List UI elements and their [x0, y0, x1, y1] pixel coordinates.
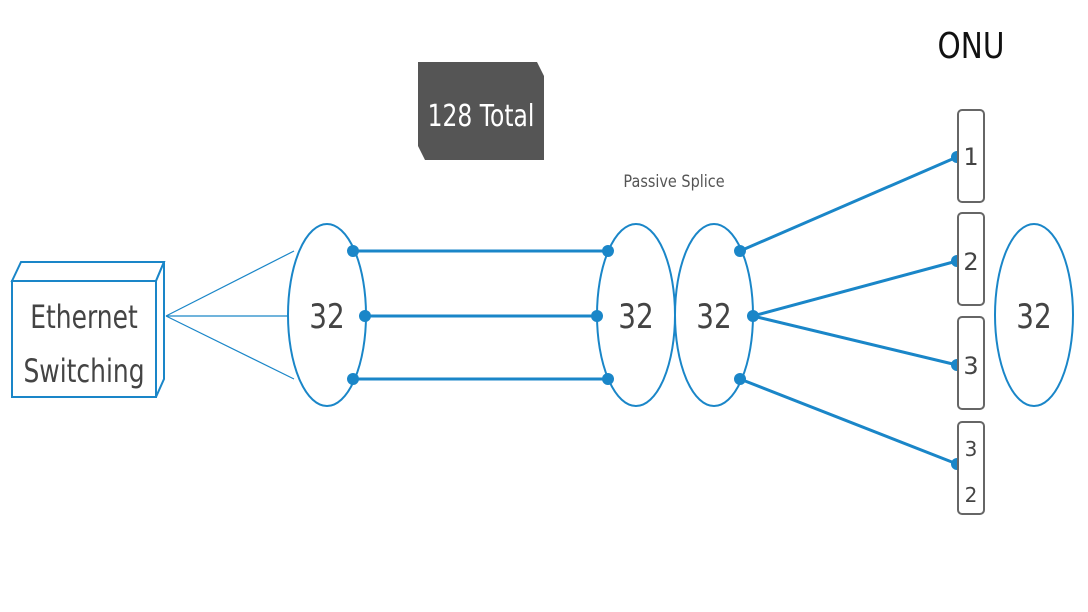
onu-2-label: 2 — [963, 248, 978, 276]
onu-1: 1 — [957, 109, 985, 203]
onu-3-label: 3 — [963, 352, 978, 380]
splitter-4: 32 — [994, 223, 1074, 407]
onu-title: ONU — [938, 24, 1005, 67]
splitter-1-label: 32 — [309, 297, 344, 336]
splitter-2-label: 32 — [618, 297, 653, 336]
passive-splice-label: Passive Splice — [623, 171, 724, 191]
onu-32-label-line2: 2 — [965, 483, 978, 507]
splitter-1: 32 — [287, 223, 367, 407]
trunk-lines — [353, 249, 608, 381]
total-badge: 128 Total — [418, 62, 544, 160]
total-badge-label: 128 Total — [428, 99, 535, 134]
splitter-3-label: 32 — [696, 297, 731, 336]
onu-32: 3 2 — [957, 421, 985, 515]
switch-uplink-lines — [165, 250, 295, 380]
onu-3: 3 — [957, 316, 985, 410]
onu-1-label: 1 — [963, 143, 978, 171]
switch-label-line1: Ethernet — [30, 298, 137, 336]
onu-2: 2 — [957, 212, 985, 306]
switch-label-line2: Switching — [23, 352, 144, 390]
ethernet-switch-box: Ethernet Switching — [10, 261, 166, 398]
splitter-3: 32 — [674, 223, 754, 407]
splitter-4-label: 32 — [1016, 297, 1051, 336]
onu-32-label-line1: 3 — [965, 437, 978, 461]
branch-lines — [739, 155, 958, 466]
